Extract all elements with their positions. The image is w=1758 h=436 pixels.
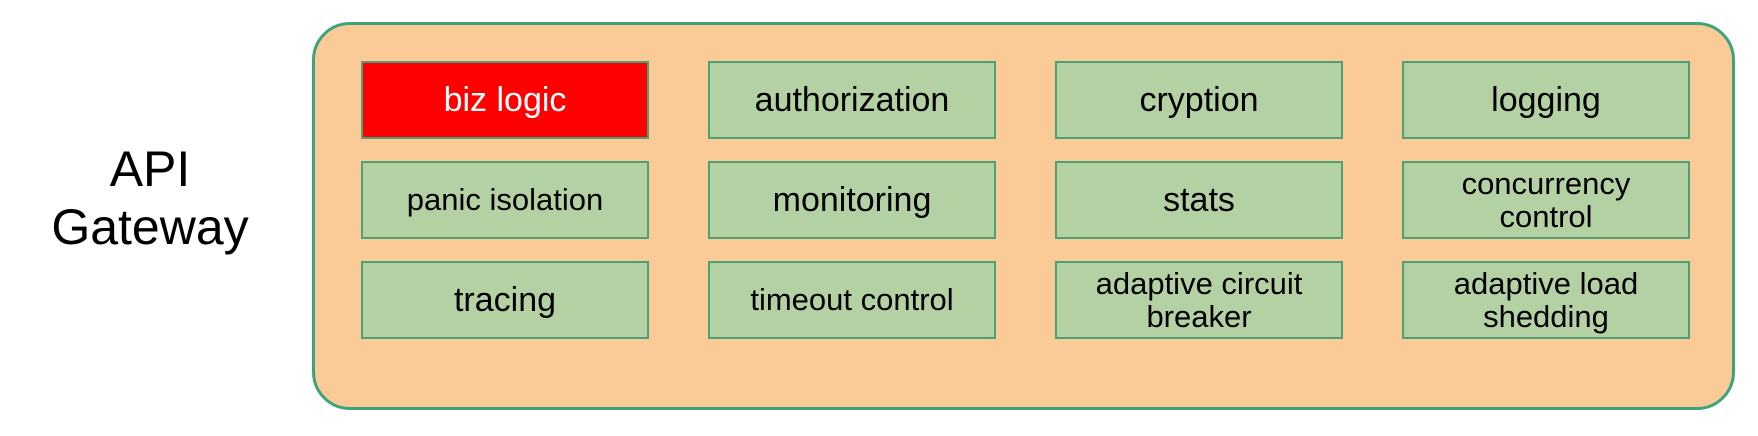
- api-gateway-container: biz logic authorization cryption logging…: [312, 22, 1735, 410]
- component-box-timeout-control[interactable]: timeout control: [708, 261, 996, 339]
- component-box-logging[interactable]: logging: [1402, 61, 1690, 139]
- component-box-concurrency-control[interactable]: concurrency control: [1402, 161, 1690, 239]
- component-box-authorization[interactable]: authorization: [708, 61, 996, 139]
- api-gateway-label: API Gateway: [51, 141, 249, 255]
- component-box-cryption[interactable]: cryption: [1055, 61, 1343, 139]
- component-box-adaptive-load-shedding[interactable]: adaptive load shedding: [1402, 261, 1690, 339]
- component-box-stats[interactable]: stats: [1055, 161, 1343, 239]
- component-box-monitoring[interactable]: monitoring: [708, 161, 996, 239]
- component-box-adaptive-circuit-breaker[interactable]: adaptive circuit breaker: [1055, 261, 1343, 339]
- component-box-panic-isolation[interactable]: panic isolation: [361, 161, 649, 239]
- component-box-tracing[interactable]: tracing: [361, 261, 649, 339]
- component-grid: biz logic authorization cryption logging…: [361, 61, 1691, 381]
- component-box-biz-logic[interactable]: biz logic: [361, 61, 649, 139]
